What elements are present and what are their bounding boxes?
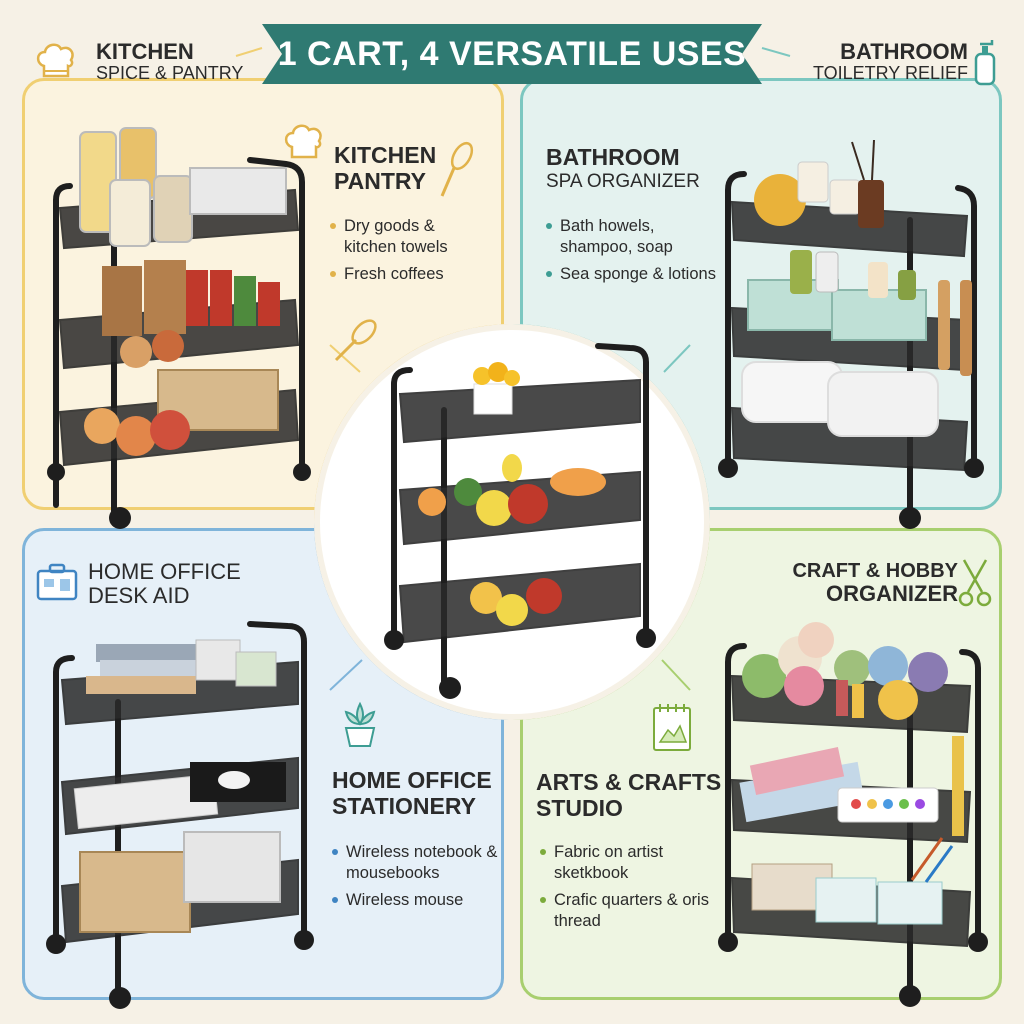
craft-bullet-2: Crafic quarters & oris thread [540,890,710,931]
office-title-line2: STATIONERY [332,792,476,819]
kitchen-bullet-1: Dry goods & kitchen towels [330,216,490,257]
chef-hat-icon [284,124,322,159]
craft-title-line1: ARTS & CRAFTS [536,769,722,795]
office-corner-header: HOME OFFICE DESK AID [88,559,241,609]
kitchen-title-line1: KITCHEN [334,142,437,168]
whisk-icon [334,319,377,362]
kitchen-cart-image [47,127,311,529]
main-banner: 1 CART, 4 VERSATILE USES [262,24,762,84]
office-title-line1: HOME OFFICE [332,767,492,793]
office-bullets: Wireless notebook & mousebooks Wireless … [332,842,498,918]
craft-bullets: Fabric on artist sketkbook Crafic quarte… [540,842,710,939]
office-corner-line2: DESK AID [88,583,190,609]
kitchen-corner-header: KITCHEN SPICE & PANTRY [96,39,244,84]
bathroom-title-line2: SPA ORGANIZER [546,170,700,192]
craft-title-line2: STUDIO [536,794,623,821]
kitchen-corner-line1: KITCHEN [96,39,194,64]
sketchbook-icon [653,704,691,751]
whisk-icon [440,141,474,197]
office-bullet-1: Wireless notebook & mousebooks [332,842,498,883]
center-ring [314,324,710,720]
succulent-plant-icon [344,701,376,747]
kitchen-title-line2: PANTRY [334,167,426,194]
bathroom-title-line1: BATHROOM [546,144,680,170]
bathroom-corner-line2: TOILETRY RELIEF [812,63,968,84]
center-cart-image [384,343,656,699]
bathroom-corner-header: BATHROOM TOILETRY RELIEF [808,39,968,84]
bathroom-bullet-2: Sea sponge & lotions [546,264,716,285]
kitchen-corner-line2: SPICE & PANTRY [96,63,244,84]
craft-bullet-1: Fabric on artist sketkbook [540,842,710,883]
office-bullet-2: Wireless mouse [332,890,498,911]
craft-corner-header: CRAFT & HOBBY ORGANIZER [770,560,958,606]
chef-hat-icon [36,43,74,78]
kitchen-bullet-2: Fresh coffees [330,264,490,285]
office-cart-image [46,621,314,1009]
bathroom-panel-title: BATHROOM SPA ORGANIZER [546,144,700,192]
craft-corner-line2: ORGANIZER [826,581,958,606]
bathroom-bullet-1: Bath howels, shampoo, soap [546,216,716,257]
craft-corner-line1: CRAFT & HOBBY [792,560,958,582]
soap-pump-icon [974,40,996,86]
scissors-icon [958,559,992,607]
craft-panel-title: ARTS & CRAFTS STUDIO [536,769,722,822]
kitchen-panel-title: KITCHEN PANTRY [334,142,437,195]
office-panel-title: HOME OFFICE STATIONERY [332,767,492,820]
bathroom-bullets: Bath howels, shampoo, soap Sea sponge & … [546,216,716,292]
bathroom-cart-image [718,140,984,529]
briefcase-icon [36,563,78,601]
craft-cart-image [718,622,988,1007]
kitchen-bullets: Dry goods & kitchen towels Fresh coffees [330,216,490,292]
office-corner-line1: HOME OFFICE [88,559,241,584]
bathroom-corner-line1: BATHROOM [840,39,968,64]
